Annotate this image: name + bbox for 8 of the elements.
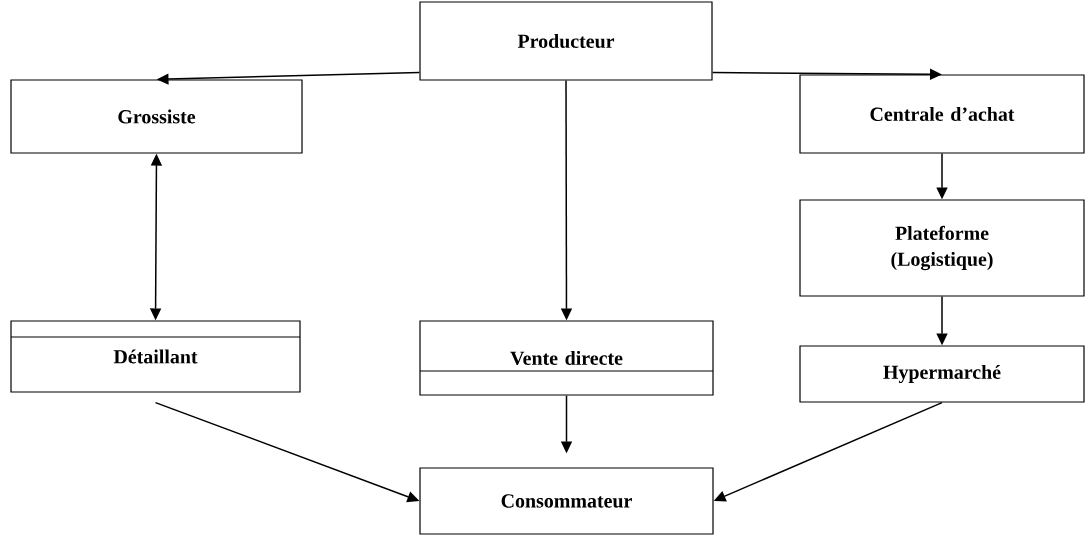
box: Vente directe	[419, 320, 714, 396]
box: Hypermarché	[799, 345, 1085, 403]
box: Plateforme (Logistique)	[799, 199, 1085, 297]
box: Détaillant	[10, 320, 301, 393]
box: Consommateur	[419, 467, 714, 535]
box: Centrale d’achat	[799, 74, 1085, 154]
box: Producteur	[419, 1, 713, 81]
box: Grossiste	[10, 79, 303, 154]
